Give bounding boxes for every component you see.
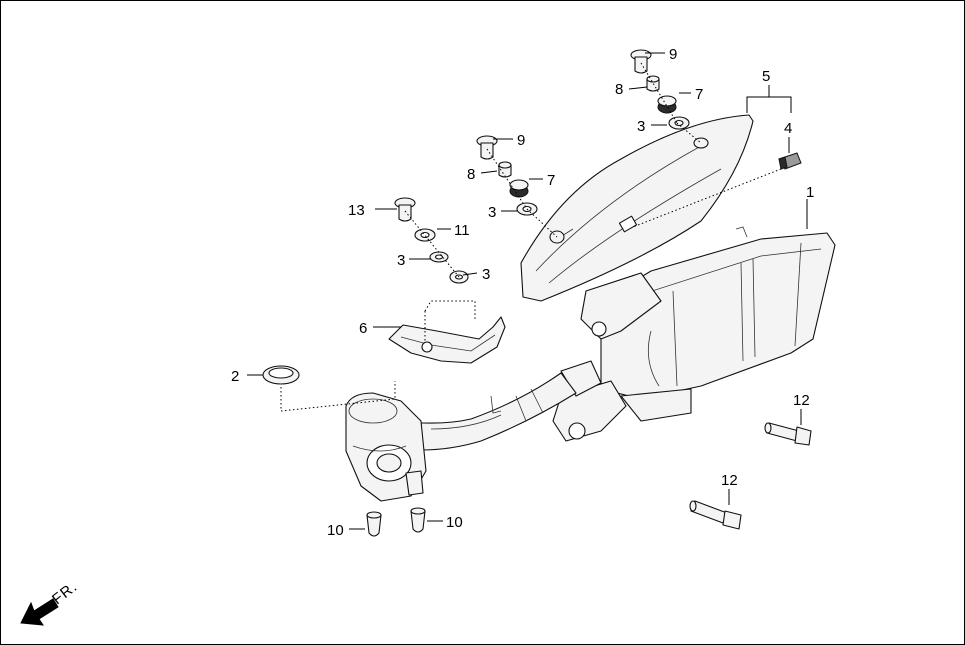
bolt-13 bbox=[394, 197, 416, 222]
callout-10-left: 10 bbox=[327, 522, 344, 539]
collar-upper bbox=[646, 75, 660, 92]
rubber-grommet-mid bbox=[509, 179, 529, 198]
callout-9-mid: 9 bbox=[517, 132, 525, 149]
bolt-upper bbox=[630, 49, 652, 74]
leader-lines bbox=[247, 52, 808, 530]
callout-1: 1 bbox=[806, 184, 814, 201]
callout-6: 6 bbox=[359, 320, 367, 337]
callout-10-right: 10 bbox=[446, 514, 463, 531]
callout-2: 2 bbox=[231, 368, 239, 385]
cap-nut-right bbox=[410, 507, 426, 533]
callout-7-mid: 7 bbox=[547, 172, 555, 189]
callout-8-mid: 8 bbox=[467, 166, 475, 183]
callout-12-lower: 12 bbox=[721, 472, 738, 489]
washer-left-1 bbox=[429, 251, 449, 263]
callout-5: 5 bbox=[762, 68, 770, 85]
callout-labels: 1 2 3 3 3 3 4 5 6 7 7 8 8 9 9 10 10 11 1… bbox=[231, 46, 814, 539]
callout-8-upper: 8 bbox=[615, 81, 623, 98]
callout-11: 11 bbox=[454, 222, 470, 239]
callout-3-mid: 3 bbox=[488, 204, 496, 221]
rubber-grommet-upper bbox=[657, 95, 677, 114]
callout-12-upper: 12 bbox=[793, 392, 810, 409]
flange-bolt-lower bbox=[689, 500, 742, 530]
heat-shield bbox=[520, 114, 754, 302]
pipe-protector bbox=[388, 316, 506, 364]
callout-3-left-2: 3 bbox=[482, 266, 490, 283]
muffler-assembly bbox=[345, 226, 836, 502]
flange-bolt-upper bbox=[764, 422, 812, 446]
callout-9-upper: 9 bbox=[669, 46, 677, 63]
callout-3-left-1: 3 bbox=[397, 252, 405, 269]
front-direction-arrow-icon bbox=[20, 598, 59, 626]
callout-7-upper: 7 bbox=[695, 86, 703, 103]
dotted-assembly-lines bbox=[280, 62, 782, 412]
exhaust-gasket bbox=[262, 365, 300, 385]
collar-mid bbox=[498, 161, 512, 178]
bolt-mid bbox=[476, 135, 498, 160]
callout-13: 13 bbox=[348, 202, 365, 219]
cap-nut-left bbox=[366, 511, 382, 537]
callout-3-upper-right: 3 bbox=[637, 118, 645, 135]
washer-upper-right bbox=[668, 116, 690, 130]
clip-nut bbox=[778, 152, 802, 170]
washer-11 bbox=[414, 228, 436, 242]
callout-4: 4 bbox=[784, 120, 792, 137]
front-direction-indicator: FR. bbox=[20, 578, 81, 626]
